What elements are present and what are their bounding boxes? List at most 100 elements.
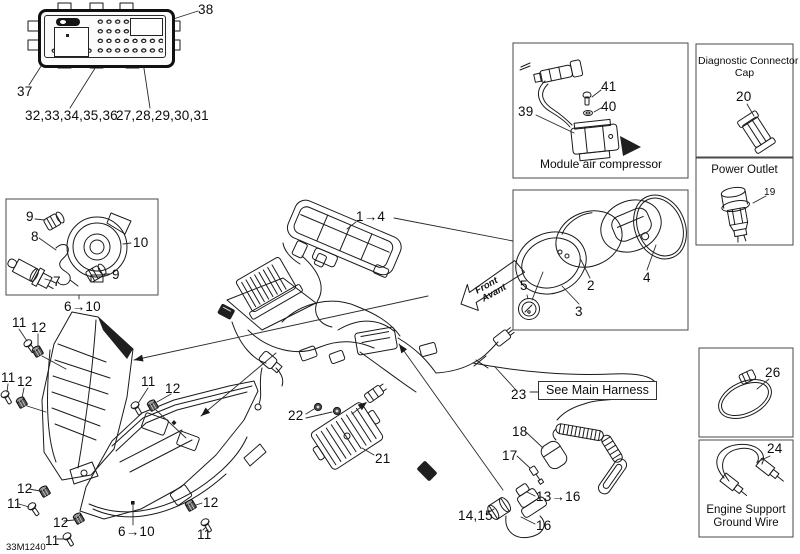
callout-11-a: 11	[12, 315, 27, 330]
ecm-module	[232, 254, 303, 319]
callout-22: 22	[288, 408, 304, 423]
callout-5: 5	[520, 278, 528, 293]
callout-9-lower: 9	[112, 267, 120, 282]
switch-wire-loop-16	[506, 516, 544, 538]
harness-lead-23	[436, 326, 656, 420]
regulator-connector	[364, 382, 388, 403]
drawing-code: 33M1240	[6, 542, 46, 553]
pointer-lines	[133, 296, 503, 490]
bulb-cap-lower	[85, 263, 107, 283]
bulb-retainer-spring	[56, 245, 78, 286]
callout-26: 26	[765, 365, 781, 380]
callout-11-f: 11	[197, 527, 212, 542]
callout-37: 37	[17, 84, 33, 99]
callout-7: 7	[53, 274, 61, 289]
callout-20: 20	[736, 89, 752, 104]
bulb-inset-leaders	[35, 219, 131, 299]
callout-19: 19	[764, 187, 776, 198]
voltage-regulator	[305, 382, 389, 474]
callout-21: 21	[375, 451, 391, 466]
callout-38: 38	[198, 2, 214, 17]
callout-1-4: 1→4	[356, 209, 386, 224]
callout-24: 24	[767, 441, 783, 456]
fastener-leaders	[7, 329, 206, 539]
bulb-inset-drawing	[4, 211, 131, 294]
gauge-inset-leaders	[527, 245, 656, 304]
tether-strap-handle	[596, 457, 629, 497]
bulb-housing	[67, 213, 131, 282]
callout-27-31: 27,28,29,30,31	[116, 108, 209, 123]
switch-connector-14-15	[486, 496, 513, 521]
callout-6-10-bulb: 6→10	[64, 299, 101, 314]
bulb-cap-upper	[43, 211, 65, 231]
gauge-body	[593, 191, 670, 261]
relay-block	[354, 327, 397, 356]
air-compressor-leaders	[536, 90, 601, 133]
gauge-bezel	[506, 221, 596, 304]
callout-12-f: 12	[203, 495, 219, 510]
callout-6-10-headlight: 6→10	[118, 524, 155, 539]
see-main-harness-tag: See Main Harness	[538, 381, 657, 400]
callout-13-16: 13→16	[536, 489, 581, 504]
callout-23: 23	[511, 387, 527, 402]
inset-title-ground-wire-line1: Engine Support	[706, 504, 786, 516]
callout-9-upper: 9	[26, 209, 34, 224]
callout-39: 39	[518, 104, 534, 119]
main-connector-slot-pin	[60, 20, 66, 24]
gauge-inset-drawing	[506, 187, 696, 320]
headlight-lens	[80, 381, 266, 519]
inset-title-module-air-compressor: Module air compressor	[539, 157, 663, 171]
callout-40: 40	[601, 99, 617, 114]
callout-18: 18	[512, 424, 528, 439]
gauge-seal-ring	[624, 187, 696, 267]
halogen-bulb	[4, 253, 58, 293]
main-connector-leader-lines	[29, 11, 198, 108]
diagnostic-cap-drawing	[737, 104, 776, 154]
main-connector-slot	[56, 18, 80, 26]
dess-switch-body	[509, 479, 547, 518]
inset-title-power-outlet: Power Outlet	[711, 164, 778, 176]
power-outlet-drawing	[719, 185, 766, 244]
tether-leaders	[486, 432, 543, 524]
callout-16: 16	[536, 518, 552, 533]
tether-cap-18	[539, 439, 570, 472]
callout-14-15: 14,15	[458, 508, 493, 523]
callout-12-b: 12	[17, 374, 33, 389]
callout-41: 41	[601, 79, 617, 94]
callout-3: 3	[575, 304, 583, 319]
inset-title-diagnostic-connector-line1: Diagnostic Connector	[698, 55, 799, 67]
main-wiring-harness	[217, 240, 438, 481]
bulb-socket-connector	[258, 350, 283, 374]
clamp-drawing	[709, 365, 777, 426]
main-connector-cavity	[54, 27, 89, 57]
air-compressor-drawing	[520, 60, 641, 162]
cluster-leaders	[347, 218, 513, 241]
inset-frames	[6, 43, 793, 537]
inset-title-ground-wire-line2: Ground Wire	[713, 517, 779, 529]
callout-32-36: 32,33,34,35,36	[25, 108, 118, 123]
callout-12-c: 12	[165, 381, 181, 396]
callout-12-e: 12	[53, 515, 69, 530]
headlight-fasteners	[0, 337, 215, 548]
headlight-back-shell	[42, 312, 200, 484]
callout-11-e: 11	[45, 533, 60, 548]
tether-switch-group	[486, 423, 629, 538]
callout-11-c: 11	[141, 374, 156, 389]
contact-pin-17	[529, 466, 544, 485]
callout-12-a: 12	[31, 320, 47, 335]
ground-wire-drawing	[717, 444, 787, 499]
callout-4: 4	[643, 270, 651, 285]
callout-2: 2	[587, 278, 595, 293]
callout-17: 17	[502, 448, 518, 463]
callout-12-d: 12	[17, 481, 33, 496]
callout-8: 8	[31, 229, 39, 244]
callout-11-b: 11	[1, 370, 16, 385]
regulator-leaders	[306, 402, 374, 455]
main-connector-cavity-pin	[66, 34, 69, 37]
main-connector-label-area	[130, 18, 163, 36]
callout-11-d: 11	[7, 496, 22, 511]
gauge-icon	[519, 299, 540, 320]
callout-10: 10	[133, 235, 149, 250]
inset-title-diagnostic-connector-line2: Cap	[734, 67, 755, 79]
